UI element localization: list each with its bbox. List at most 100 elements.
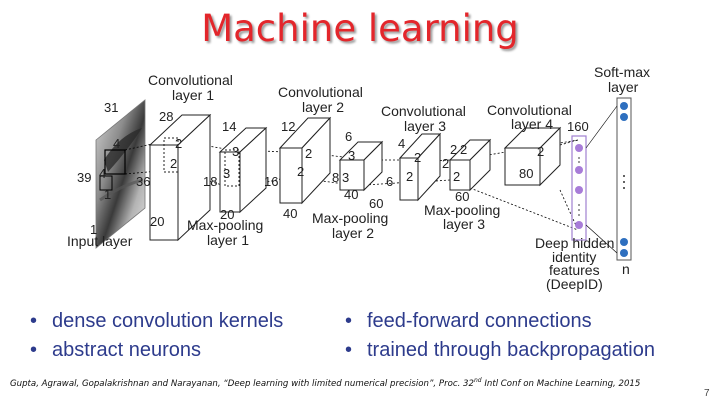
bullet-dot: • [345, 339, 353, 361]
bullet-item: • abstract neurons [30, 336, 283, 365]
dim-label: 2 [537, 144, 544, 159]
softmax-label-line2: layer [608, 79, 639, 95]
dim-label: 28 [159, 109, 173, 124]
dim-label: 3 [348, 148, 355, 163]
dim-label: 6 [386, 174, 393, 189]
n-label: n [622, 261, 630, 277]
citation: Gupta, Agrawal, Gopalakrishnan and Naray… [10, 377, 640, 389]
dim-label: 3 [223, 166, 230, 181]
deepid-neuron [575, 221, 583, 229]
bullet-text: dense convolution kernels [52, 310, 284, 332]
dim-label: 80 [519, 166, 533, 181]
pool2-label-line1: Max-pooling [312, 210, 388, 226]
slide-number: 7 [704, 388, 710, 399]
dim-label: 18 [203, 174, 217, 189]
dim-label: 6 [345, 129, 352, 144]
conv3-label-line2: layer 3 [404, 118, 446, 134]
deepid-neuron [575, 144, 583, 152]
deepid-label-line3: features [549, 262, 600, 278]
bullet-text: trained through backpropagation [367, 339, 655, 361]
dim-label: 2 [305, 146, 312, 161]
dim-label: 8 [332, 170, 339, 185]
dim-label: 4 [113, 136, 120, 151]
citation-text-end: Intl Conf on Machine Learning, 2015 [481, 378, 641, 389]
softmax-neuron [620, 113, 628, 121]
max-pooling-layer-3-block [448, 138, 492, 192]
pool3-label-line2: layer 3 [443, 216, 485, 232]
dim-label: 3 [342, 170, 349, 185]
conv-layer-3-block [398, 132, 442, 202]
bullets-right: • feed-forward connections • trained throu… [345, 307, 655, 365]
conv-layer-2-block [278, 116, 332, 205]
bullet-dot: • [30, 310, 38, 332]
dim-label: 2 [406, 169, 413, 184]
softmax-label-line1: Soft-max [594, 64, 650, 80]
softmax-neuron [620, 238, 628, 246]
dim-label: 39 [77, 170, 91, 185]
dim-label: 2 [460, 142, 467, 157]
dim-label: 4 [99, 166, 106, 181]
dim-label: 2 [175, 136, 182, 151]
dim-label: 4 [398, 136, 405, 151]
dim-label: 2 [453, 169, 460, 184]
dim-label: 2 [170, 156, 177, 171]
max-pooling-layer-1-block [218, 126, 268, 214]
dim-label: 60 [455, 189, 469, 204]
dim-label: 40 [283, 206, 297, 221]
deepid-label-line4: (DeepID) [546, 276, 603, 292]
softmax-column [616, 97, 632, 261]
bullet-dot: • [345, 310, 353, 332]
dim-label: 12 [281, 119, 295, 134]
slide-title: Machine learning [201, 7, 519, 50]
dim-label: 14 [222, 119, 236, 134]
conv3-label-line1: Convolutional [381, 103, 466, 119]
conv1-label-line2: layer 1 [172, 87, 214, 103]
dim-label: 20 [150, 214, 164, 229]
dim-label: 16 [264, 174, 278, 189]
dim-label: 3 [232, 144, 239, 159]
dim-label: 2 [414, 150, 421, 165]
citation-superscript: nd [473, 377, 482, 384]
pool1-label-line2: layer 1 [207, 232, 249, 248]
conv-layer-4-block [503, 126, 562, 187]
pool1-label-line1: Max-pooling [187, 217, 263, 233]
bullet-item: • feed-forward connections [345, 307, 655, 336]
dim-label: 20 [220, 207, 234, 222]
bullet-dot: • [30, 339, 38, 361]
conv4-label-line2: layer 4 [511, 116, 553, 132]
citation-text: Gupta, Agrawal, Gopalakrishnan and Naray… [10, 378, 474, 389]
conv1-label-line1: Convolutional [148, 72, 233, 88]
bullet-item: • trained through backpropagation [345, 336, 655, 365]
softmax-neuron [620, 249, 628, 257]
deepid-neuron [575, 186, 583, 194]
pool2-label-line2: layer 2 [332, 225, 374, 241]
cnn-architecture-diagram: Convolutional layer 1 Convolutional laye… [67, 64, 650, 292]
conv2-label-line2: layer 2 [302, 99, 344, 115]
dim-label: 2 [450, 142, 457, 157]
dim-label: 2 [297, 164, 304, 179]
dim-label: 1 [90, 222, 97, 237]
bullet-text: abstract neurons [52, 339, 201, 361]
deepid-neuron [575, 166, 583, 174]
dim-label: 2 [442, 156, 449, 171]
pool3-label-line1: Max-pooling [424, 202, 500, 218]
dim-label: 31 [104, 100, 118, 115]
deepid-label-line2: identity [552, 249, 596, 265]
dim-label: 160 [567, 119, 589, 134]
softmax-neuron [620, 102, 628, 110]
input-layer-label: Input layer [67, 233, 133, 249]
conv2-label-line1: Convolutional [278, 84, 363, 100]
input-face-image [95, 99, 146, 249]
conv4-label-line1: Convolutional [487, 102, 572, 118]
dim-label: 60 [369, 196, 383, 211]
deepid-column [571, 135, 587, 241]
bullet-item: • dense convolution kernels [30, 307, 283, 336]
dim-label: 40 [344, 187, 358, 202]
conv-layer-1-block [148, 113, 212, 242]
bullet-text: feed-forward connections [367, 310, 592, 332]
max-pooling-layer-2-block [338, 140, 384, 192]
dim-label: 36 [136, 174, 150, 189]
deepid-label-line1: Deep hidden [535, 235, 614, 251]
dim-label: 1 [104, 187, 111, 202]
bullets-left: • dense convolution kernels • abstract neu… [30, 307, 283, 365]
